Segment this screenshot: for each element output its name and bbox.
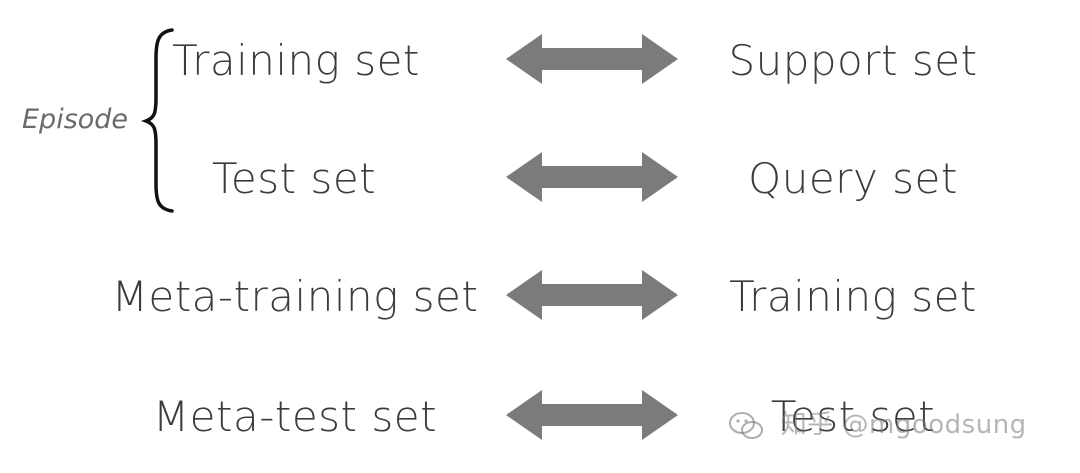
double-headed-arrow-icon <box>506 152 678 202</box>
watermark-text: 知乎 @mgoodsung <box>780 410 1027 440</box>
term-meta-training-set: Meta-training set <box>111 272 479 321</box>
term-support-set: Support set <box>728 36 978 85</box>
term-test-set: Test set <box>211 154 377 203</box>
curly-brace-icon <box>141 28 174 213</box>
term-training-set-right: Training set <box>729 272 977 321</box>
episode-label: Episode <box>22 104 129 135</box>
watermark: 知乎 @mgoodsung <box>728 404 1027 441</box>
double-headed-arrow-icon <box>506 270 678 320</box>
term-meta-test-set: Meta-test set <box>152 392 438 441</box>
double-headed-arrow-icon <box>506 390 678 440</box>
term-training-set: Training set <box>172 36 420 85</box>
term-test-set-right: Test set <box>770 392 936 441</box>
wechat-icon <box>729 411 763 439</box>
term-query-set: Query set <box>748 154 958 203</box>
double-headed-arrow-icon <box>506 34 678 84</box>
